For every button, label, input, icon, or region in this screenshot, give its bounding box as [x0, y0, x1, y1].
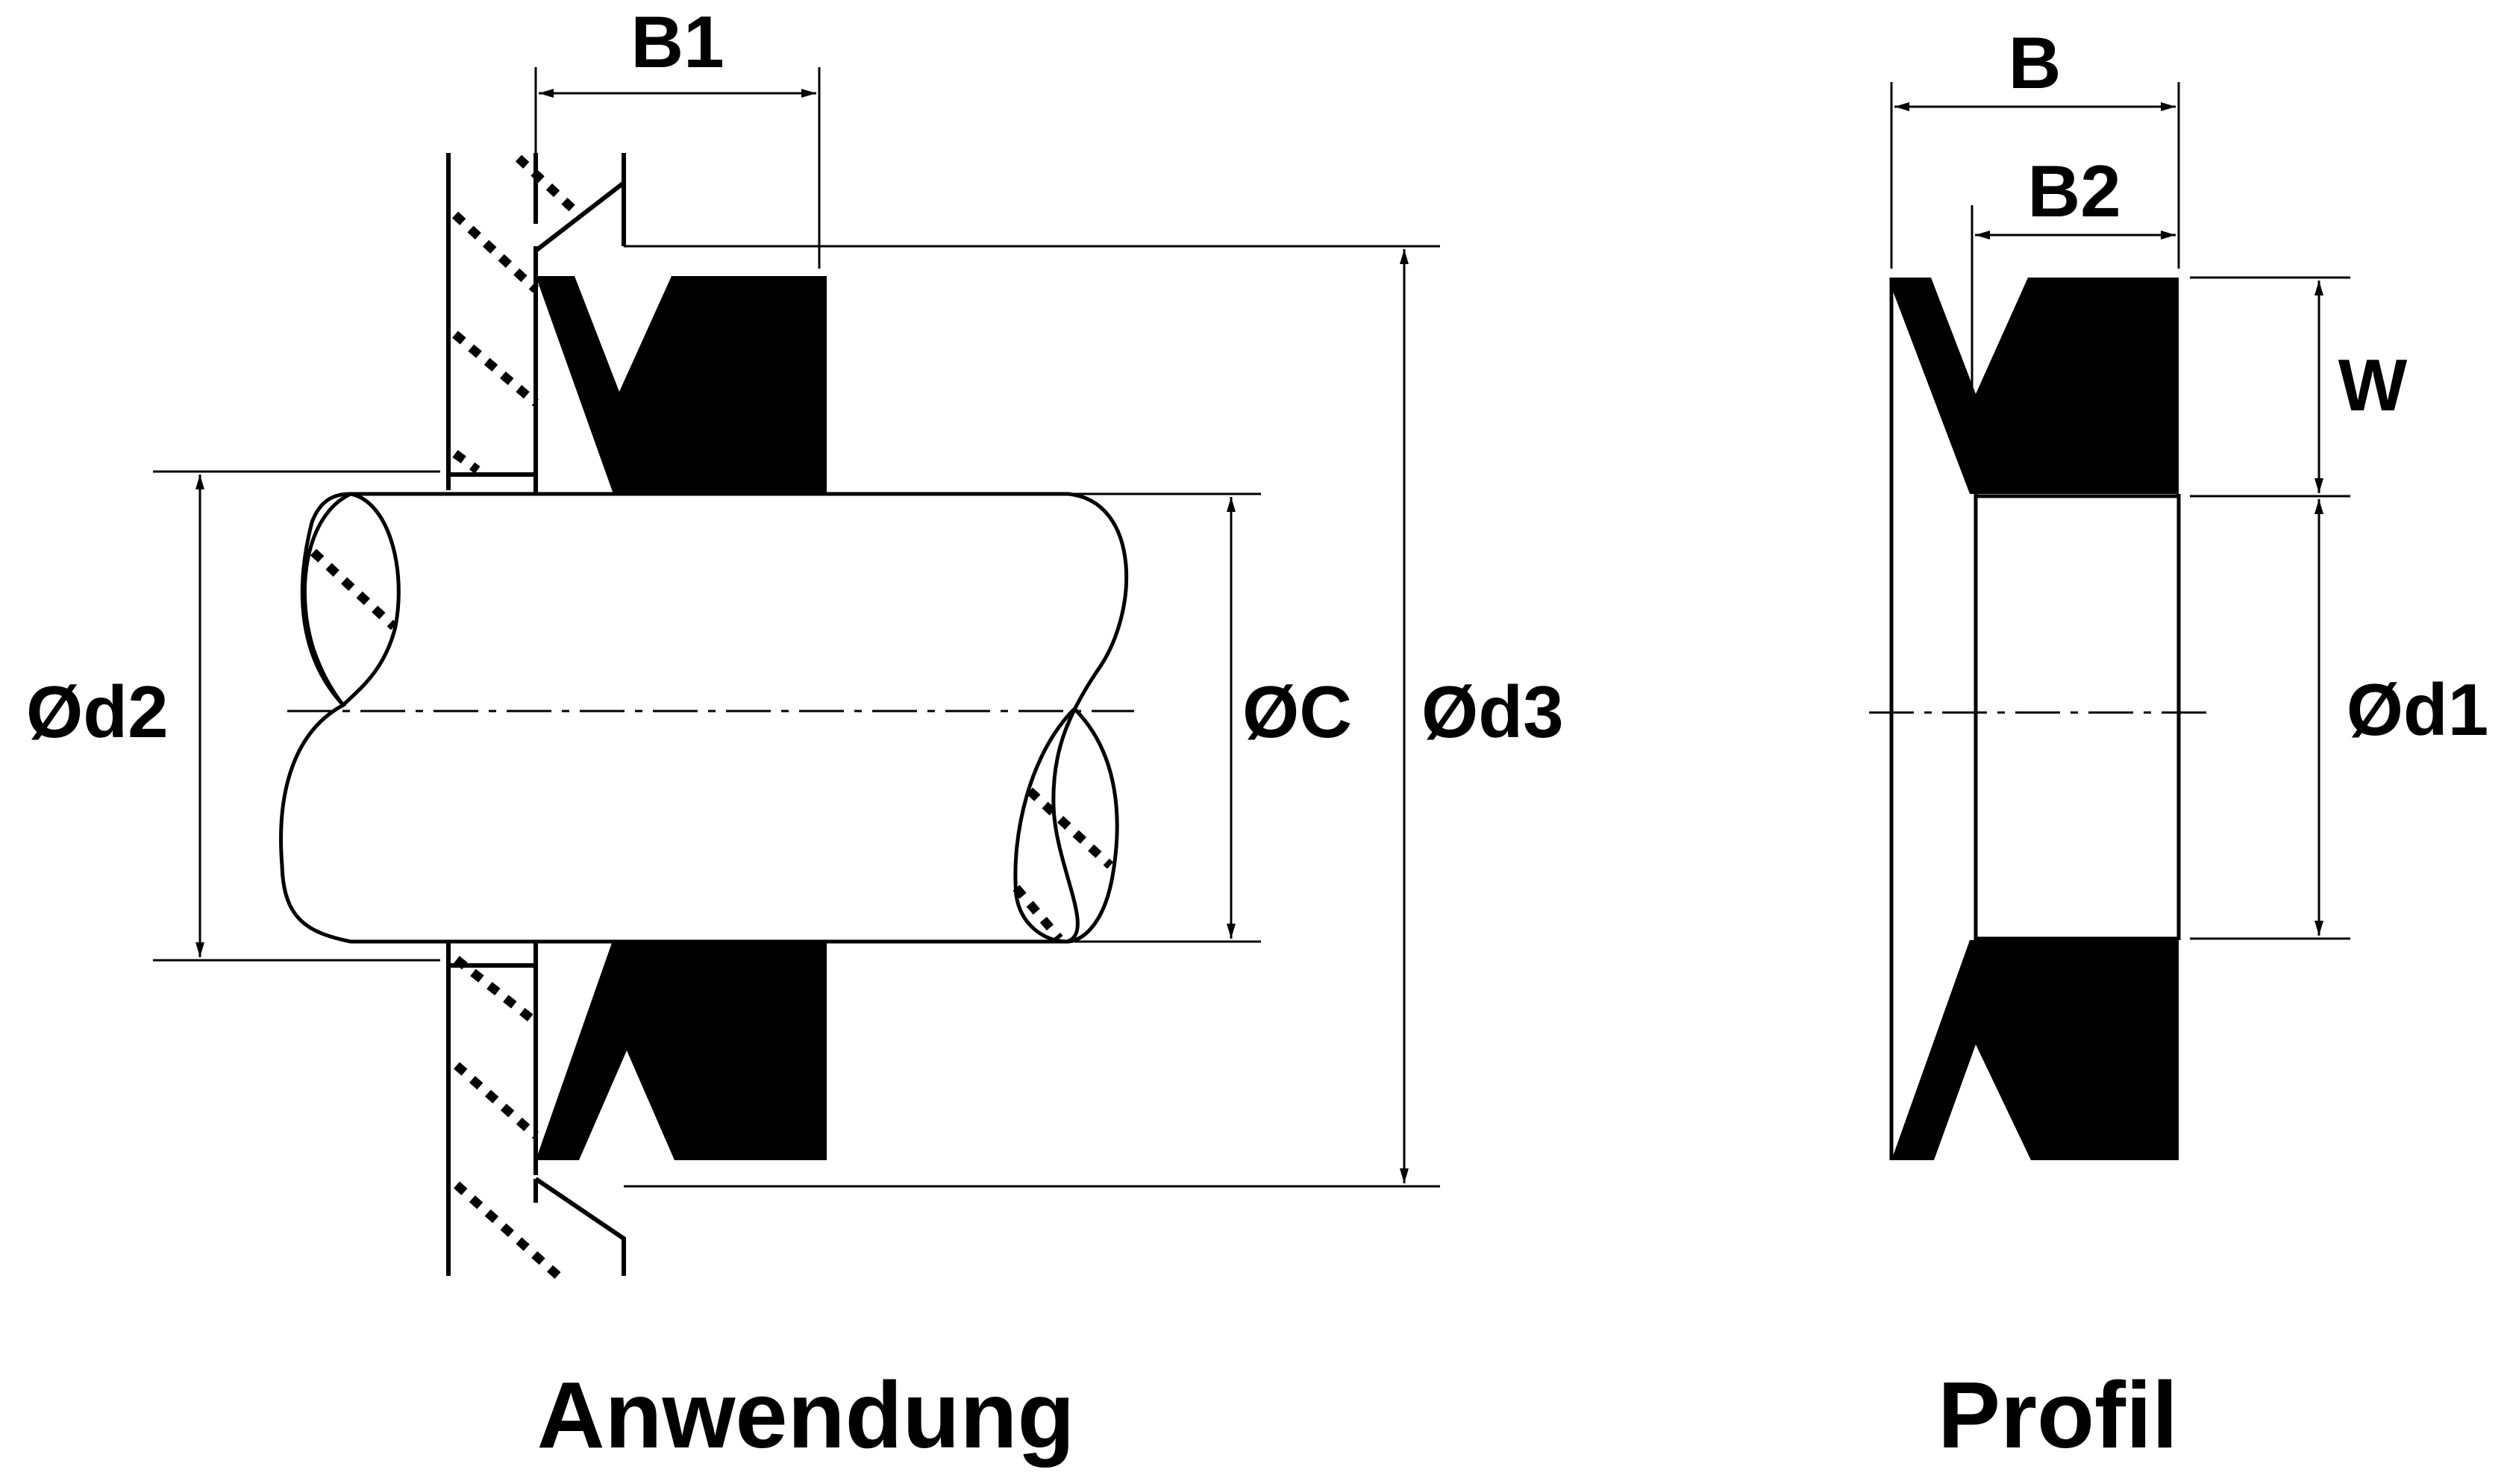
caption-profile: Profil	[1938, 1362, 2178, 1468]
label-b: B	[2009, 22, 2062, 104]
profile-section-top	[1891, 278, 2179, 494]
caption-application: Anwendung	[537, 1362, 1075, 1468]
label-b1: B1	[630, 1, 724, 83]
profile-view: B B2 W Ød1 Profil	[1869, 22, 2488, 1468]
shaft-break-hatching	[310, 548, 1114, 942]
label-d2: Ød2	[26, 671, 169, 753]
label-c: ØC	[1242, 671, 1352, 753]
application-view: B1 Ød2 ØC Ød3 Anwendung	[26, 1, 1564, 1468]
extension-lines-profile	[1890, 82, 2350, 940]
vring-section-bottom	[536, 939, 827, 1160]
lip-contour	[533, 178, 626, 1253]
shaft-break-left	[302, 492, 401, 707]
shaft	[279, 492, 1129, 944]
label-d1: Ød1	[2347, 669, 2489, 751]
label-b2: B2	[2027, 150, 2121, 232]
vring-section-top	[536, 276, 827, 494]
shaft-break-right	[1013, 707, 1119, 944]
label-d3: Ød3	[1421, 671, 1564, 753]
housing-hatching	[451, 154, 578, 1280]
label-w: W	[2338, 344, 2408, 426]
profile-outline	[1889, 278, 2181, 1160]
extension-lines-application	[153, 67, 1440, 1188]
profile-section-bottom	[1891, 940, 2179, 1160]
